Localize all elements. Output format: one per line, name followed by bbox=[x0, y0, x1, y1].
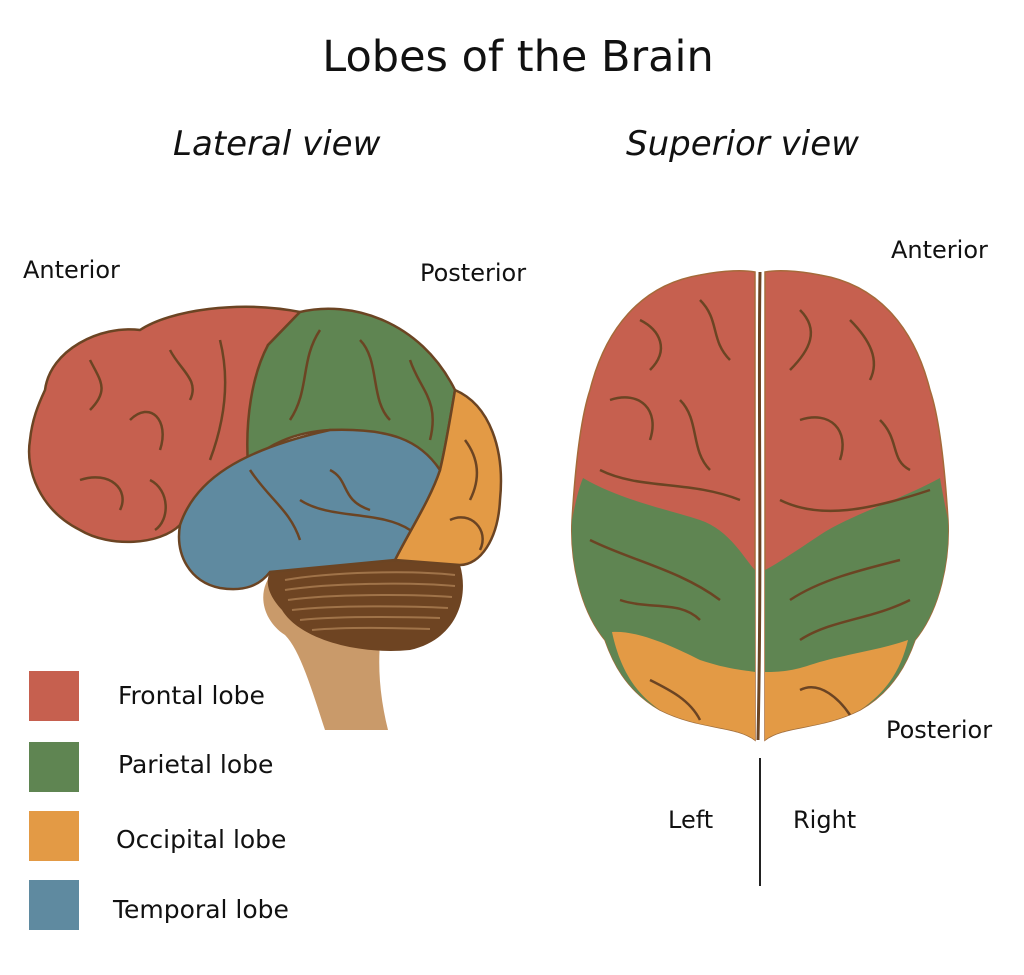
superior-posterior-label: Posterior bbox=[886, 716, 993, 744]
lateral-view-heading: Lateral view bbox=[173, 124, 381, 164]
lateral-sulci bbox=[79, 329, 484, 551]
left-hemisphere bbox=[571, 270, 756, 742]
legend-label-occipital: Occipital lobe bbox=[116, 825, 287, 854]
cerebellum bbox=[267, 553, 463, 651]
page-title: Lobes of the Brain bbox=[322, 32, 714, 82]
legend-label-temporal: Temporal lobe bbox=[113, 895, 289, 924]
temporal-lobe-lateral bbox=[177, 428, 442, 591]
left-right-divider bbox=[759, 758, 761, 886]
superior-anterior-label: Anterior bbox=[891, 236, 988, 264]
superior-view-heading: Superior view bbox=[626, 124, 859, 164]
longitudinal-fissure bbox=[756, 271, 762, 741]
lateral-posterior-label: Posterior bbox=[420, 259, 527, 287]
left-label: Left bbox=[668, 806, 714, 834]
legend-swatch-parietal bbox=[29, 742, 79, 792]
lateral-anterior-label: Anterior bbox=[23, 256, 120, 284]
legend-swatch-frontal bbox=[29, 671, 79, 721]
legend-swatch-temporal bbox=[29, 880, 79, 930]
legend-label-parietal: Parietal lobe bbox=[118, 750, 274, 779]
superior-sulci bbox=[589, 299, 931, 721]
legend-label-frontal: Frontal lobe bbox=[118, 681, 265, 710]
right-hemisphere bbox=[764, 270, 949, 742]
right-label: Right bbox=[793, 806, 857, 834]
legend-swatch-occipital bbox=[29, 811, 79, 861]
